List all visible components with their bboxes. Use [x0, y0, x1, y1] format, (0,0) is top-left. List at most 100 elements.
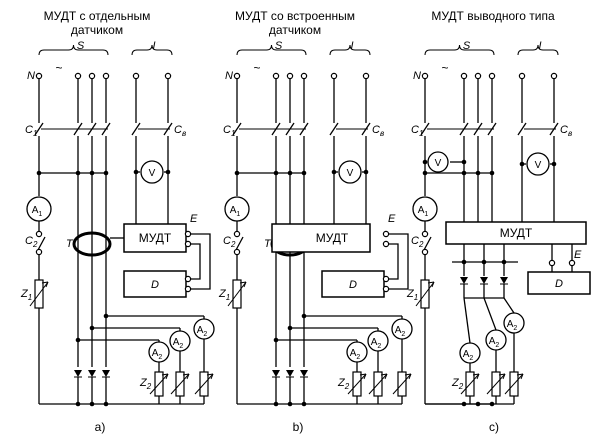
- voltmeter-label: V: [347, 168, 354, 179]
- impedance-z2-arrowhead: [380, 373, 388, 380]
- mudt-box: [123, 223, 187, 253]
- impedance-z2-arrow: [460, 373, 480, 395]
- wire: [389, 243, 399, 280]
- impedance-z2-arrowhead: [516, 373, 524, 380]
- impedance-z2-arrowhead: [404, 373, 412, 380]
- ammeter-a1: A1: [26, 196, 52, 222]
- ammeter-a1: A1: [412, 196, 438, 222]
- switch-cv-label: Cв: [560, 124, 572, 138]
- terminal: [382, 285, 390, 293]
- impedance-z1-arrow: [29, 281, 49, 307]
- current-transformer-t: [72, 231, 112, 257]
- terminal: [88, 72, 96, 80]
- source-brace: [236, 44, 307, 56]
- ammeter-a2-label: A2: [173, 337, 184, 350]
- terminal: [184, 230, 192, 238]
- load-label: I: [350, 40, 353, 52]
- ammeter-a1-label: A1: [230, 205, 241, 218]
- panel-caption: c): [489, 420, 499, 434]
- impedance-z2: [504, 371, 524, 397]
- terminal: [382, 240, 390, 248]
- impedance-z1-arrowhead: [427, 281, 435, 288]
- terminal: [362, 72, 370, 80]
- phase-diode: [102, 370, 110, 378]
- wire: [191, 243, 201, 280]
- terminal: [74, 72, 82, 80]
- neutral-label: N: [27, 70, 35, 82]
- impedance-z2-label: Z2: [451, 377, 464, 391]
- impedance-z1-arrow: [227, 281, 247, 307]
- wire: [389, 233, 409, 290]
- neutral-label: N: [225, 70, 233, 82]
- switch-c2-contact: [37, 236, 46, 251]
- ac-tilde: ~: [441, 61, 448, 75]
- terminal: [286, 72, 294, 80]
- terminal: [460, 72, 468, 80]
- phase-diode-triangle: [102, 370, 110, 377]
- terminal: [184, 240, 192, 248]
- ammeter-a2: A2: [391, 318, 413, 340]
- panel-caption: a): [95, 420, 106, 434]
- load-label: I: [152, 40, 155, 52]
- switch-c1-label: C1: [411, 124, 423, 138]
- wire: [483, 297, 497, 331]
- detector-label: D: [151, 279, 159, 291]
- panel-caption: b): [293, 420, 304, 434]
- terminal: [300, 72, 308, 80]
- impedance-z2-arrowhead: [161, 373, 169, 380]
- earth-label: E: [388, 213, 396, 225]
- terminal: [474, 72, 482, 80]
- ammeter-a2: A2: [346, 341, 368, 363]
- breaker-contact: [131, 122, 141, 136]
- impedance-z1-arrowhead: [41, 281, 49, 288]
- earth-label: E: [574, 249, 582, 261]
- impedance-z1-label: Z1: [20, 288, 32, 302]
- voltmeter-phase-label: V: [435, 158, 442, 169]
- detector-box: [527, 271, 591, 295]
- ammeter-a1-label: A1: [32, 205, 43, 218]
- voltmeter-phase-circle: [427, 151, 449, 173]
- impedance-z2-arrow: [486, 373, 506, 395]
- impedance-z2-arrow: [368, 373, 388, 395]
- breaker-contact: [232, 122, 242, 136]
- voltmeter: V: [338, 160, 362, 184]
- terminal: [35, 248, 43, 256]
- mudt-label: МУДТ: [500, 226, 533, 240]
- ammeter-a2-label: A2: [152, 348, 163, 361]
- impedance-z1-label: Z1: [406, 288, 418, 302]
- load-brace: [131, 44, 173, 56]
- impedance-z2-label: Z2: [337, 377, 350, 391]
- impedance-z2-arrowhead: [182, 373, 190, 380]
- terminal: [272, 72, 280, 80]
- phase-diode-triangle: [480, 277, 488, 284]
- voltmeter-label: V: [535, 160, 542, 171]
- detector-label: D: [555, 278, 563, 290]
- impedance-z2-arrow: [347, 373, 367, 395]
- ammeter-a2-label: A2: [197, 325, 208, 338]
- phase-diode: [480, 277, 488, 285]
- impedance-z2: [392, 371, 412, 397]
- terminal: [382, 230, 390, 238]
- impedance-z2-arrowhead: [206, 373, 214, 380]
- impedance-z2-arrow: [392, 373, 412, 395]
- phase-diode-triangle: [286, 370, 294, 377]
- detector-box: [321, 270, 385, 298]
- terminal: [35, 230, 43, 238]
- wire: [191, 233, 211, 290]
- mudt-box: [271, 223, 371, 253]
- switch-cv-label: Cв: [372, 124, 384, 138]
- phase-diode: [74, 370, 82, 378]
- source-brace: [38, 44, 109, 56]
- terminal: [568, 259, 576, 267]
- phase-diode: [500, 277, 508, 285]
- switch-c2-label: C2: [25, 235, 38, 249]
- impedance-z2: [460, 371, 480, 397]
- ac-tilde: ~: [55, 61, 62, 75]
- ammeter-a2-label: A2: [507, 319, 518, 332]
- terminal: [35, 72, 43, 80]
- impedance-z1: [227, 279, 247, 309]
- phase-diode: [88, 370, 96, 378]
